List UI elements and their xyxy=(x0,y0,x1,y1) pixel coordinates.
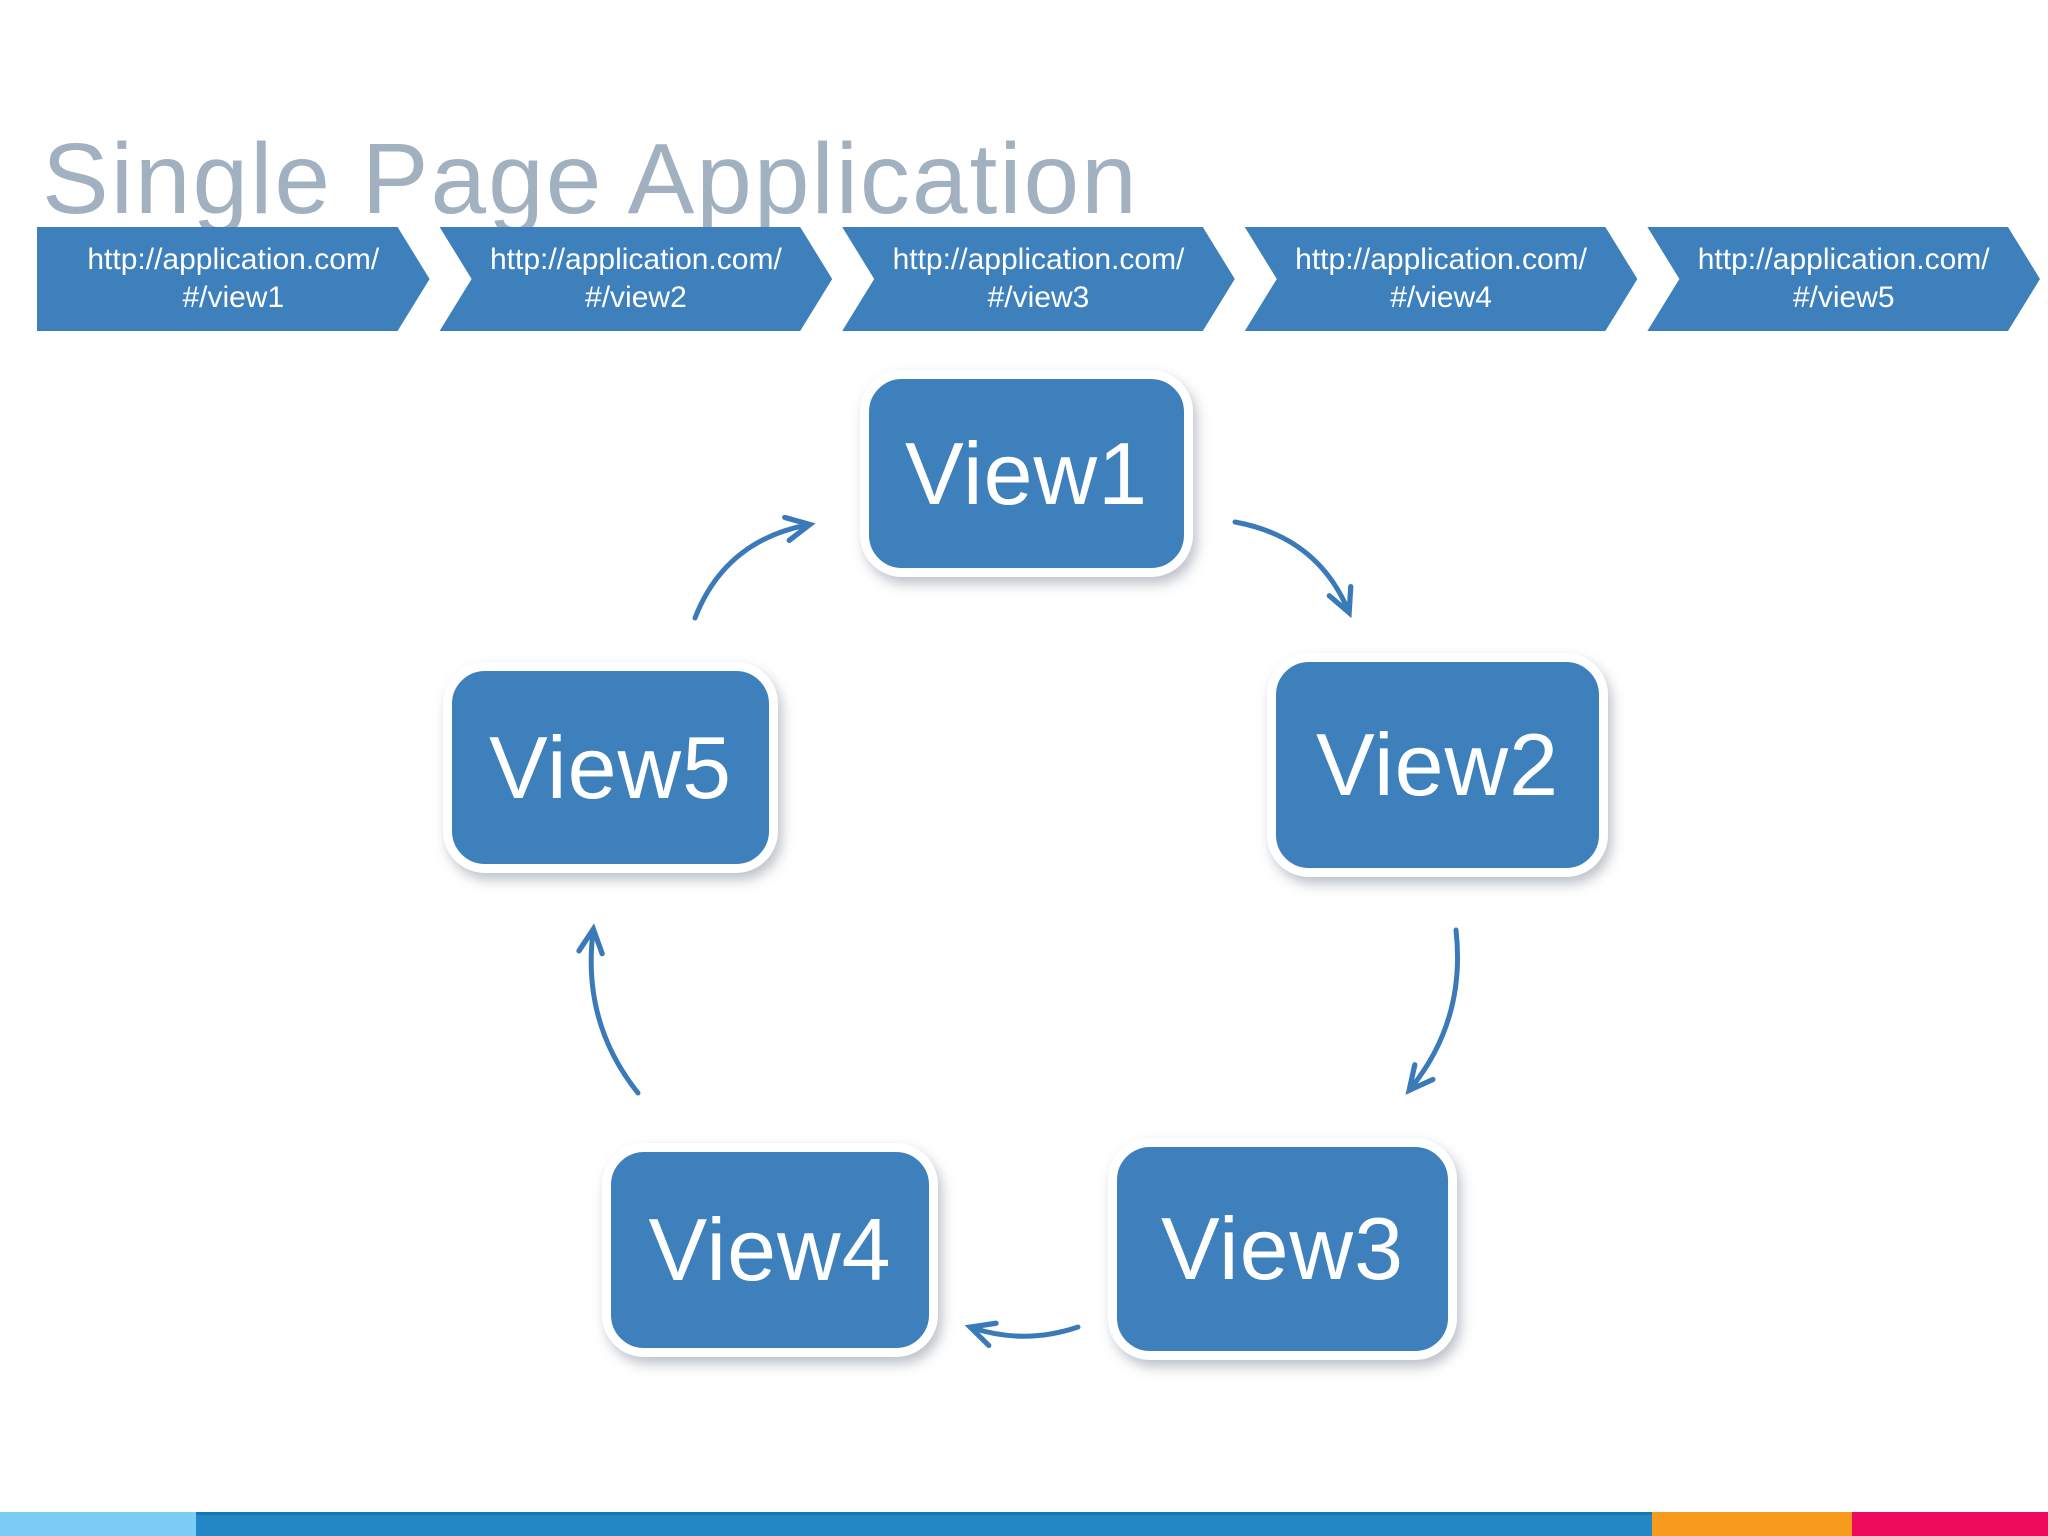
arrow-view5-to-view1-icon xyxy=(692,514,816,621)
view-node-label: View1 xyxy=(904,423,1149,523)
url-ribbon: http://application.com/ #/view1 http://a… xyxy=(37,227,2040,331)
view-node-label: View2 xyxy=(1315,715,1560,814)
url-line2: #/view5 xyxy=(1792,281,1895,314)
footer-segment-pink xyxy=(1852,1512,2048,1536)
url-ribbon-segment-view1: http://application.com/ #/view1 xyxy=(37,227,430,331)
url-ribbon-segment-view5: http://application.com/ #/view5 xyxy=(1647,227,2040,331)
slide-title: Single Page Application xyxy=(42,123,1139,235)
view-node-4: View4 xyxy=(602,1143,938,1357)
view-node-3: View3 xyxy=(1108,1138,1457,1360)
url-line1: http://application.com/ xyxy=(1697,242,1990,276)
arrow-view4-to-view5-icon xyxy=(576,923,641,1096)
view-node-1: View1 xyxy=(860,370,1193,577)
view-node-2: View2 xyxy=(1267,653,1608,877)
url-line1: http://application.com/ xyxy=(87,242,380,276)
footer-segment-light-blue xyxy=(0,1512,196,1536)
url-ribbon-segment-view3: http://application.com/ #/view3 xyxy=(842,227,1235,331)
url-line1: http://application.com/ xyxy=(892,242,1185,276)
footer-segment-orange xyxy=(1652,1512,1852,1536)
arrow-view3-to-view4-icon xyxy=(964,1320,1081,1349)
view-node-label: View5 xyxy=(488,717,733,817)
url-line2: #/view2 xyxy=(585,281,687,314)
url-line2: #/view3 xyxy=(987,281,1090,314)
url-line1: http://application.com/ xyxy=(489,242,782,276)
footer-segment-blue xyxy=(196,1512,1652,1536)
arrow-view1-to-view2-icon xyxy=(1232,519,1354,619)
url-line2: #/view1 xyxy=(182,281,285,314)
view-node-5: View5 xyxy=(443,662,778,873)
view-node-label: View4 xyxy=(648,1200,892,1299)
view-node-label: View3 xyxy=(1160,1199,1405,1298)
url-line2: #/view4 xyxy=(1390,281,1492,314)
url-ribbon-segment-view2: http://application.com/ #/view2 xyxy=(440,227,833,331)
arrow-view2-to-view3-icon xyxy=(1405,927,1461,1095)
url-ribbon-segment-view4: http://application.com/ #/view4 xyxy=(1245,227,1638,331)
url-line1: http://application.com/ xyxy=(1295,242,1587,276)
footer-color-bar xyxy=(0,1512,2048,1536)
